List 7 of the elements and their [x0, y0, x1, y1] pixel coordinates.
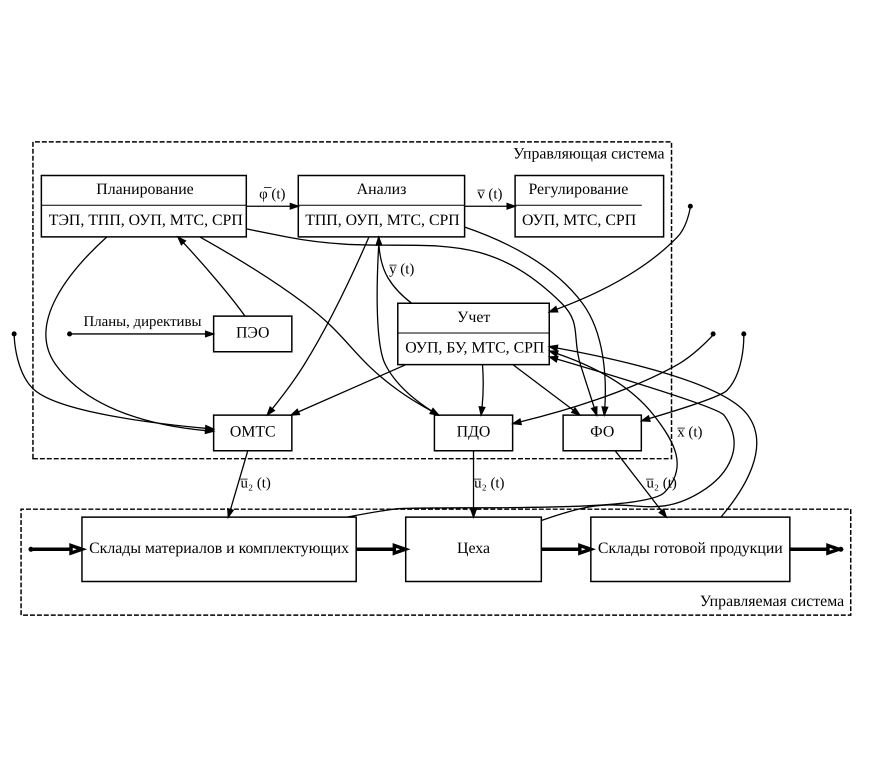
edge-label: v̅ (t) [477, 186, 502, 202]
edge-label: y̅ (t) [389, 262, 414, 278]
edge-label: u̅₂ (t) [474, 475, 505, 492]
edge-label: x̅ (t) [677, 424, 702, 440]
edge-label: Планы, директивы [84, 314, 202, 330]
edge-label: φ̅ (t) [259, 186, 286, 202]
edge-label: u̅₂ (t) [240, 475, 271, 492]
